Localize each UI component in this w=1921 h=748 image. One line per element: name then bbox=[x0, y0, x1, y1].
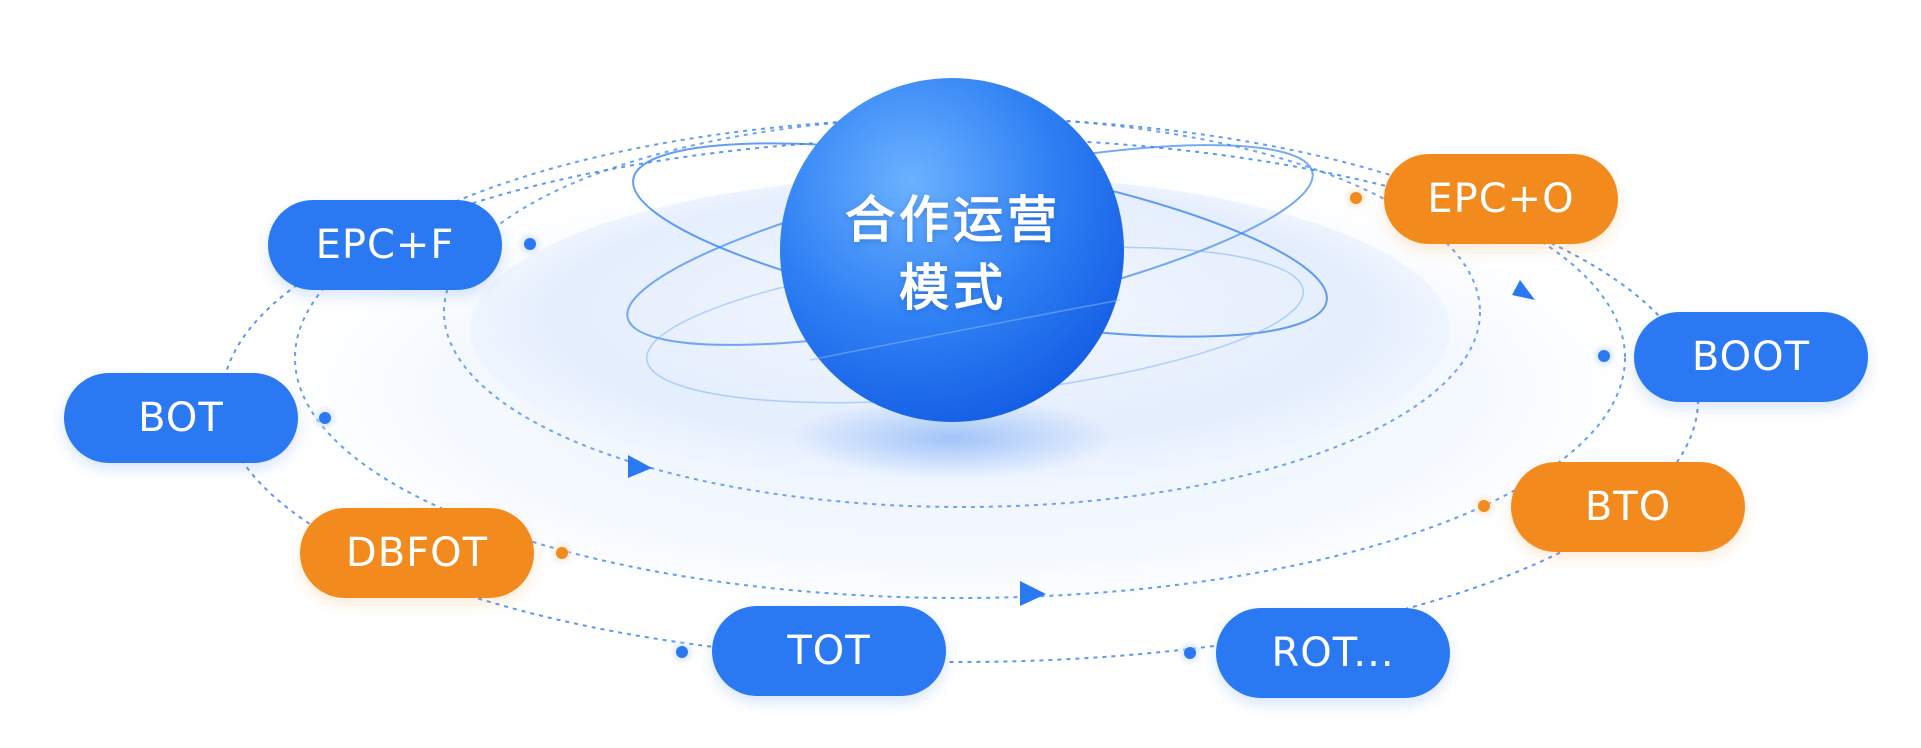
model-pill-rot: ROT... bbox=[1216, 608, 1450, 698]
arrow-icon bbox=[1020, 581, 1046, 606]
node-dot-boot bbox=[1598, 350, 1610, 362]
model-pill-boot: BOOT bbox=[1634, 312, 1868, 402]
model-pill-dbfot: DBFOT bbox=[300, 508, 534, 598]
node-dot-epco bbox=[1350, 192, 1362, 204]
center-title-line1: 合作运营 bbox=[845, 191, 1061, 249]
center-title-line2: 模式 bbox=[899, 259, 1007, 317]
arrow-icon bbox=[1512, 280, 1535, 300]
center-title: 合作运营 模式 bbox=[778, 186, 1128, 322]
center-sphere bbox=[780, 78, 1124, 422]
model-pill-epc-o: EPC+O bbox=[1384, 154, 1618, 244]
model-pill-bto: BTO bbox=[1511, 462, 1745, 552]
node-dot-bot bbox=[319, 412, 331, 424]
model-pill-bot: BOT bbox=[64, 373, 298, 463]
node-dot-epcf bbox=[524, 238, 536, 250]
sphere-shadow bbox=[792, 396, 1112, 480]
node-dot-tot bbox=[676, 646, 688, 658]
model-pill-tot: TOT bbox=[712, 606, 946, 696]
node-dot-rot bbox=[1184, 647, 1196, 659]
node-dot-dbfot bbox=[556, 547, 568, 559]
connector-dots bbox=[312, 185, 1617, 666]
node-dot-bto bbox=[1478, 500, 1490, 512]
arrow-icon bbox=[628, 455, 652, 478]
model-pill-epc-f: EPC+F bbox=[268, 200, 502, 290]
orbit-front-arc bbox=[809, 299, 1121, 361]
